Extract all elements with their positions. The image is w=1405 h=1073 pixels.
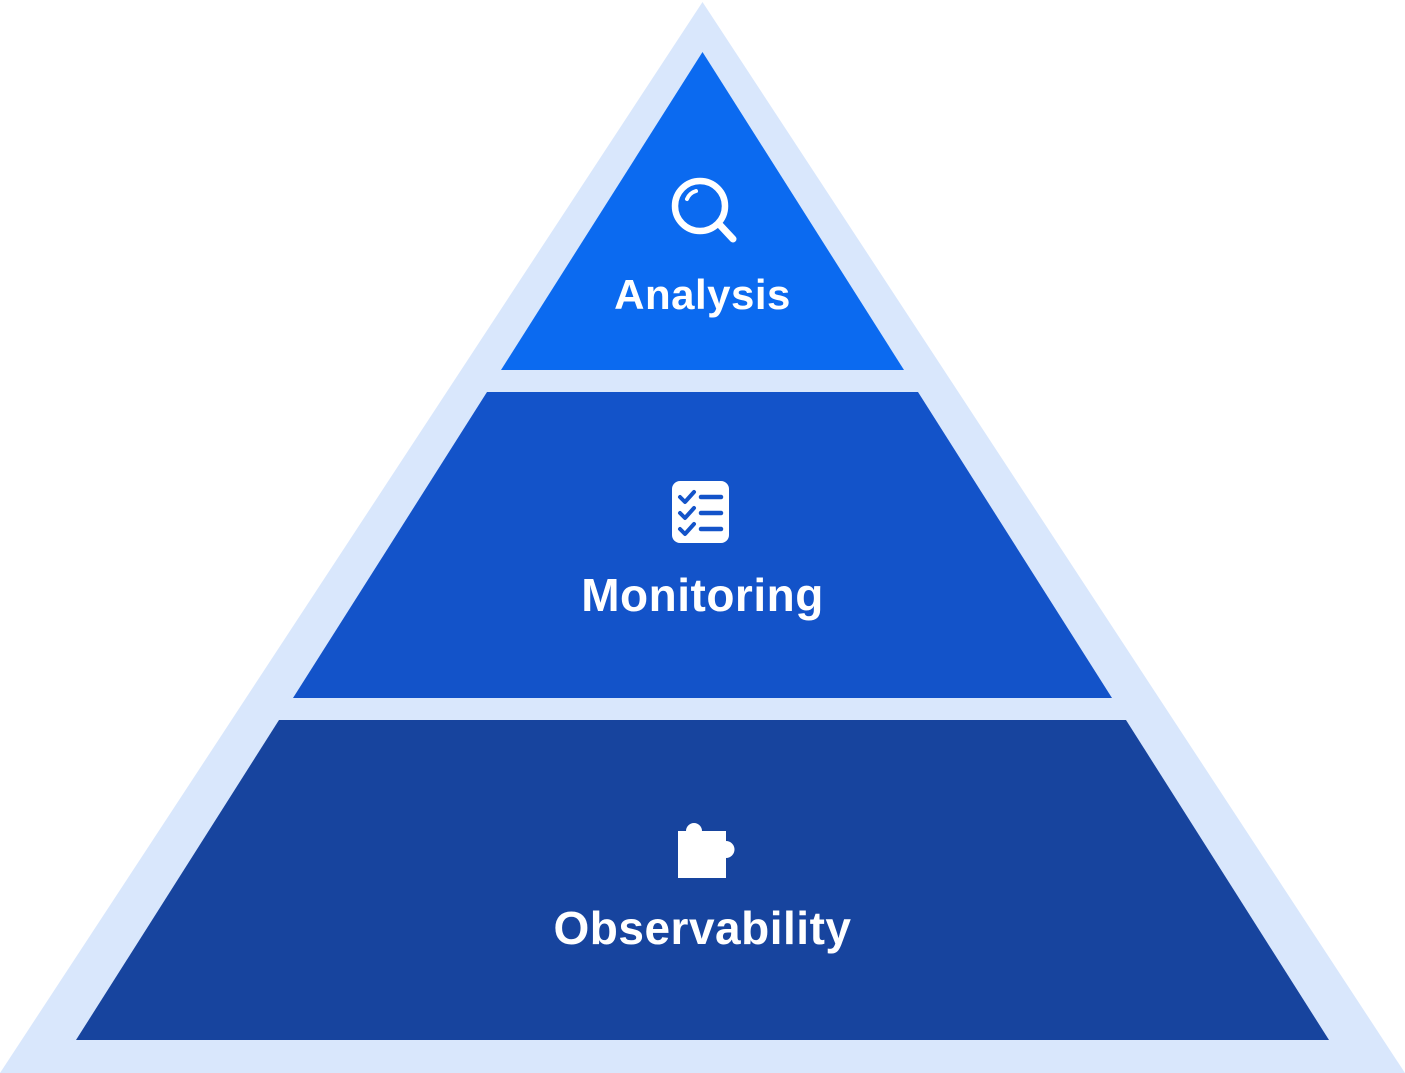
tier-analysis-shape [501, 52, 904, 370]
magnifier-glint [685, 189, 698, 201]
checklist-icon [672, 481, 729, 543]
puzzle-piece-icon [678, 823, 735, 878]
checklist-check-2 [678, 506, 696, 520]
tier-observability: Observability [76, 720, 1329, 1040]
checklist-check-3 [678, 522, 696, 536]
tier-observability-shape [76, 720, 1329, 1040]
tier-observability-label: Observability [554, 902, 852, 954]
tier-monitoring-label: Monitoring [581, 569, 824, 621]
checklist-check-1 [678, 490, 696, 504]
puzzle-piece-path [678, 823, 735, 878]
magnifier-handle [715, 220, 737, 243]
tier-analysis-label: Analysis [614, 271, 791, 318]
tier-analysis: Analysis [501, 52, 904, 370]
tier-monitoring-shape [293, 392, 1112, 698]
magnifier-icon [671, 177, 737, 243]
tier-monitoring: Monitoring [293, 392, 1112, 698]
magnifier-lens [671, 177, 729, 235]
